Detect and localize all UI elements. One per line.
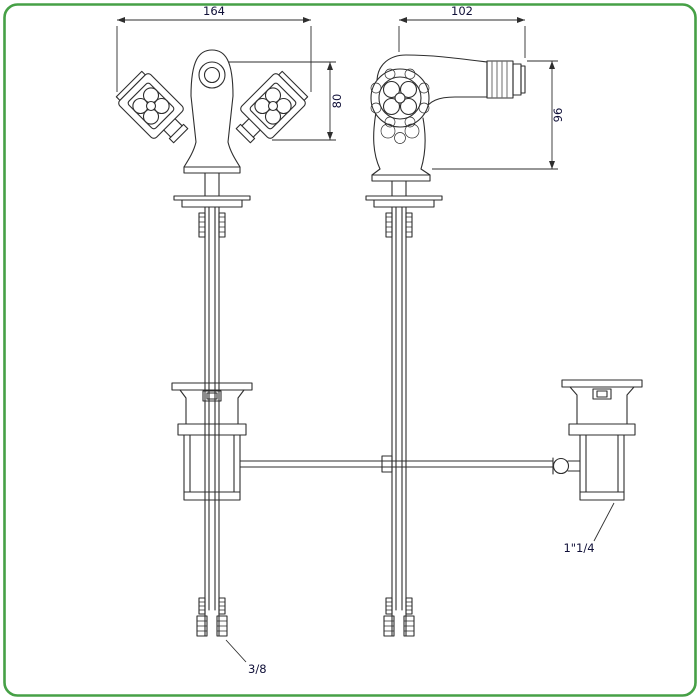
dim-side-projection: 102: [451, 4, 473, 18]
label-waste-connection: 1"1/4: [563, 541, 594, 555]
dim-front-overall-width: 164: [203, 4, 225, 18]
side-supply-shaft: [383, 206, 415, 637]
dim-side-body-height: 96: [551, 108, 565, 123]
front-left-handle: [115, 70, 189, 144]
dim-front-body-height: 80: [330, 94, 344, 109]
side-body-clover: [380, 123, 420, 144]
supply-leader-line: [225, 639, 247, 663]
waste-leader-line: [593, 502, 615, 542]
front-right-handle: [235, 70, 309, 144]
front-supply-shaft: [196, 206, 228, 637]
page-border: [3, 3, 697, 697]
side-handle: [370, 68, 430, 128]
side-popup-waste: [561, 379, 643, 501]
front-popup-waste: [171, 382, 253, 501]
front-view-body: [173, 49, 251, 208]
label-supply-connection: 3/8: [248, 662, 267, 676]
dimension-lines: [116, 17, 615, 663]
side-view-body: [365, 54, 526, 208]
popup-linkage-rod: [239, 455, 581, 475]
